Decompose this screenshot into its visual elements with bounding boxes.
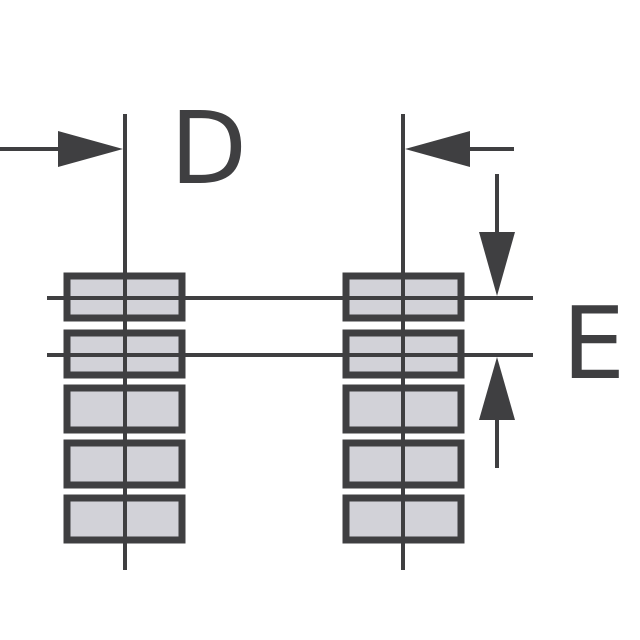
dimension-label-e: E xyxy=(562,285,625,402)
dimension-d-arrow-left xyxy=(0,131,123,167)
dimension-label-d: D xyxy=(170,90,247,207)
dimension-d-arrow-right xyxy=(405,131,514,167)
dimension-e-arrow-top xyxy=(479,174,515,296)
dimension-e-arrow-bottom xyxy=(479,357,515,468)
